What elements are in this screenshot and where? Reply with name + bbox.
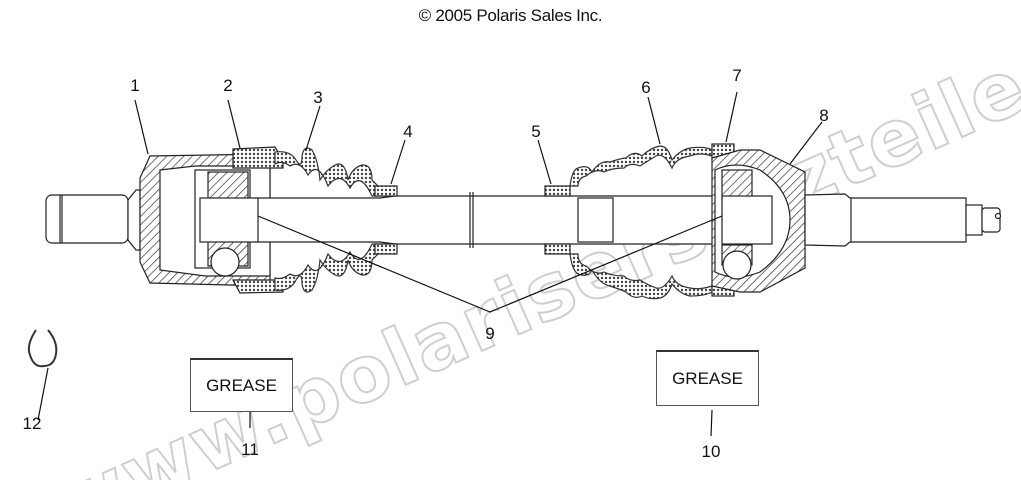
callout-11: 11	[241, 440, 259, 459]
inner-boot	[274, 147, 396, 293]
callout-1: 1	[130, 76, 140, 95]
callout-4: 4	[403, 122, 413, 141]
callout-8: 8	[819, 106, 829, 125]
left-stub-shaft	[45, 189, 141, 251]
leader-lines	[37, 91, 823, 437]
callout-7: 7	[732, 66, 742, 85]
callout-2: 2	[223, 76, 233, 95]
grease-box-10: GREASE	[656, 350, 759, 406]
clamp-2	[232, 146, 284, 169]
clamp-5	[544, 185, 571, 197]
right-stub-shaft	[804, 193, 1002, 247]
callout-9: 9	[485, 324, 495, 343]
callout-5: 5	[531, 122, 541, 141]
outer-cv-joint	[711, 149, 806, 293]
callout-10: 10	[701, 442, 721, 461]
copyright-text: © 2005 Polaris Sales Inc.	[418, 6, 603, 25]
callout-12: 12	[22, 414, 42, 433]
main-shaft	[199, 192, 773, 248]
outer-boot	[569, 145, 713, 300]
circlip-12	[27, 329, 58, 368]
grease-box-11: GREASE	[190, 358, 293, 412]
clamp-4	[374, 185, 398, 197]
callout-6: 6	[641, 78, 651, 97]
callout-3: 3	[313, 88, 323, 107]
